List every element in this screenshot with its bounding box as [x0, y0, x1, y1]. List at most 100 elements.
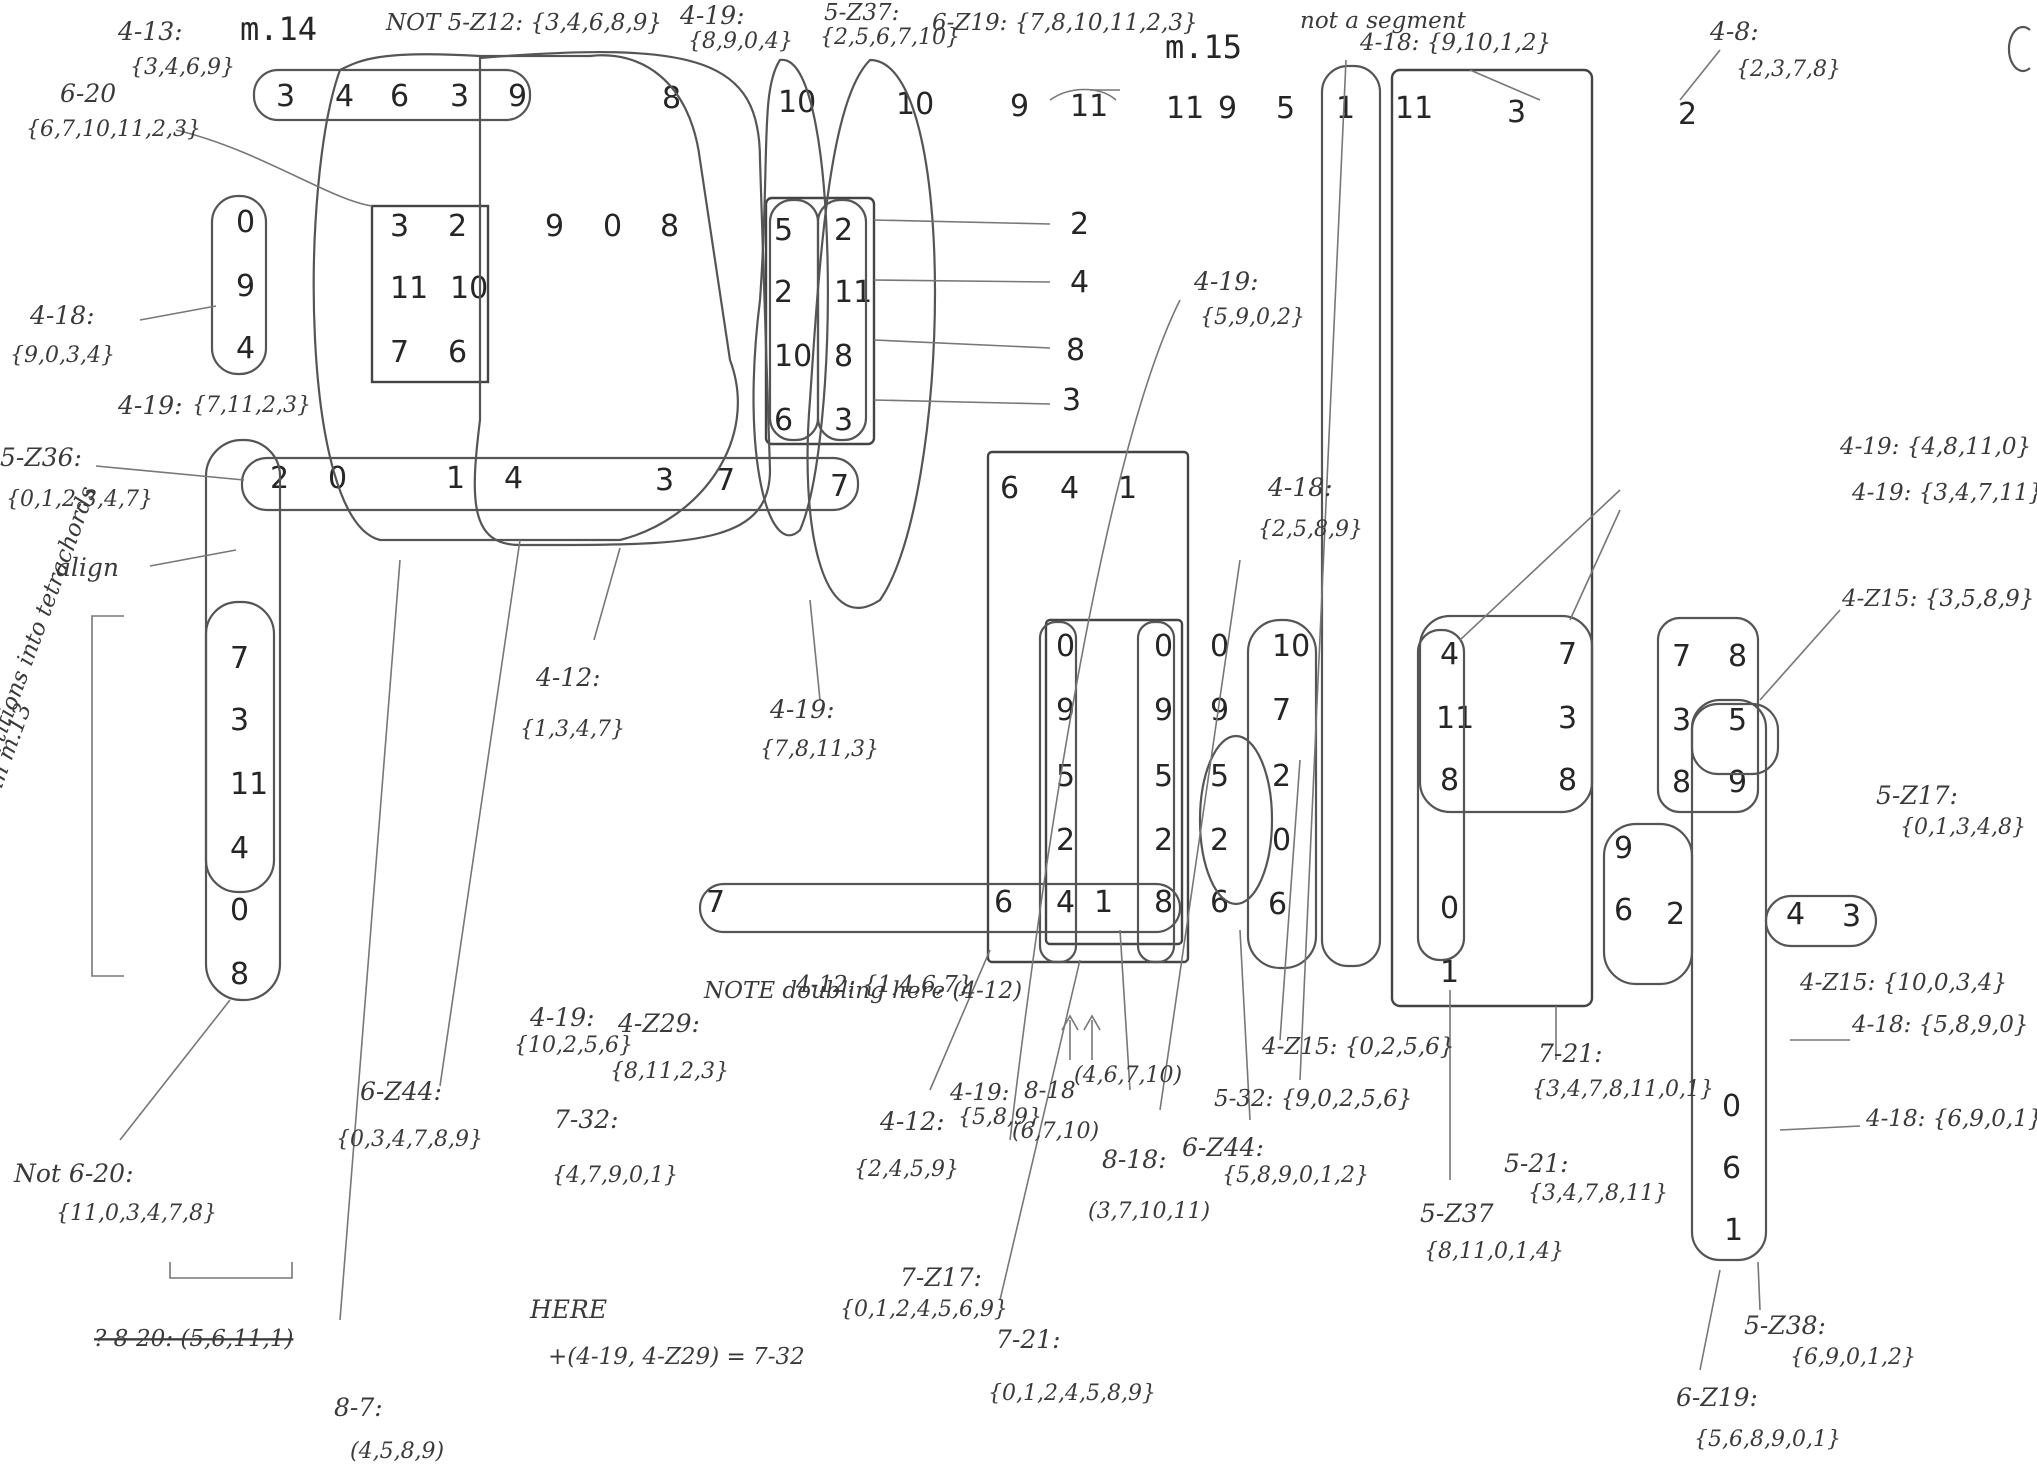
- loop-4-z15-c: [1764, 894, 1878, 948]
- set-4-12-a: {1,3,4,7}: [520, 717, 625, 742]
- pc-far: 8: [1672, 765, 1691, 800]
- set-8-7: (4,5,8,9): [350, 1439, 444, 1464]
- pc-m15-seven: 7: [706, 885, 725, 920]
- pc-trail: 4: [1070, 265, 1089, 300]
- loop-column: [204, 438, 282, 1002]
- pc-grid: 7: [390, 335, 409, 370]
- pc-col-left: 9: [236, 269, 255, 304]
- label-4-19-g: 4-19:: [529, 1003, 595, 1032]
- pc-mid: 0: [328, 461, 347, 496]
- label-6-z44-b: 6-Z44:: [1182, 1133, 1264, 1162]
- pc-mid: 1: [446, 461, 465, 496]
- pc-far: 9: [1728, 765, 1747, 800]
- pc-far: 8: [1728, 639, 1747, 674]
- set-5-z37-b: {8,11,0,1,4}: [1424, 1239, 1564, 1264]
- pc-row2: 9: [545, 209, 564, 244]
- tie-arc: [1049, 88, 1117, 101]
- leader: [1239, 929, 1251, 1121]
- leader: [873, 219, 1051, 225]
- pc-pair: 2: [774, 275, 793, 310]
- leader: [1469, 69, 1541, 101]
- label-4-8: 4-8:: [1709, 17, 1759, 46]
- label-6-z19-b: 6-Z19:: [1676, 1383, 1758, 1412]
- note-here-sum: +(4-19, 4-Z29) = 7-32: [548, 1344, 805, 1370]
- loop-col-c: [1246, 618, 1318, 970]
- pc-m15r: 7: [1558, 637, 1577, 672]
- page-corner-mark: [2007, 25, 2031, 73]
- set-4-8: {2,3,7,8}: [1736, 57, 1841, 82]
- set-4-19-d: {5,9,0,2}: [1200, 305, 1305, 330]
- pc-m15r: 4: [1440, 637, 1459, 672]
- pc-far: 5: [1728, 703, 1747, 738]
- label-not-6-20: Not 6-20:: [13, 1159, 134, 1188]
- pc-col-left: 4: [236, 331, 255, 366]
- pc-trail: 8: [1066, 333, 1085, 368]
- label-5-z37-b: 5-Z37: [1420, 1199, 1494, 1228]
- leader: [593, 547, 621, 641]
- loop-4-18: [210, 194, 268, 376]
- pc-grid: 3: [390, 209, 409, 244]
- measure-headers: m.14 m.15: [240, 10, 1242, 66]
- set-6-z44-b: {5,8,9,0,1,2}: [1222, 1163, 1369, 1188]
- set-8-18-a: (4,6,7,10): [1074, 1063, 1182, 1088]
- leader: [929, 949, 991, 1091]
- label-4-z15-a: 4-Z15: {3,5,8,9}: [1841, 586, 2034, 612]
- leader: [149, 549, 237, 567]
- leader: [1299, 59, 1347, 1081]
- pc-m15: 5: [1056, 759, 1075, 794]
- label-7-21-b: 7-21:: [1538, 1039, 1603, 1068]
- pc-top: 11: [1070, 89, 1108, 124]
- pc-far: 3: [1842, 899, 1861, 934]
- pc-pair: 2: [834, 213, 853, 248]
- leader: [1757, 1261, 1761, 1311]
- note-align: align: [56, 553, 119, 582]
- leader: [139, 305, 217, 321]
- pc-col-left: 0: [236, 205, 255, 240]
- pc-trail: 2: [1070, 207, 1089, 242]
- label-5-z38: 5-Z38:: [1744, 1311, 1826, 1340]
- pc-column: 0: [230, 893, 249, 928]
- leader: [873, 339, 1051, 349]
- pc-far: 9: [1614, 831, 1633, 866]
- pc-m15: 2: [1210, 823, 1229, 858]
- leader: [1679, 49, 1721, 101]
- loop-far-a: [1656, 616, 1760, 814]
- leader: [339, 559, 401, 1321]
- label-7-z17: 7-Z17:: [900, 1263, 982, 1292]
- pc-column: 4: [230, 831, 249, 866]
- loop-col-a: [1038, 620, 1078, 964]
- leader: [873, 399, 1051, 405]
- label-5-z36: 5-Z36:: [0, 443, 82, 472]
- leader: [873, 279, 1051, 283]
- set-4-19-a: {7,11,2,3}: [192, 393, 311, 418]
- note-partition-2: as in m.13: [0, 700, 37, 822]
- leader: [119, 999, 231, 1141]
- label-4-19-e: 4-19: {4,8,11,0}: [1839, 434, 2031, 460]
- label-4-z15-c: 4-Z15: {0,2,5,6}: [1261, 1034, 1454, 1060]
- arrow-up-icon: [1061, 1014, 1079, 1060]
- pc-pair: 5: [774, 213, 793, 248]
- pc-top: 9: [1010, 89, 1029, 124]
- set-4-19-b: {8,9,0,4}: [688, 29, 793, 54]
- pc-column: 11: [230, 767, 268, 802]
- set-4-12-c: {2,4,5,9}: [854, 1157, 959, 1182]
- pc-m15: 2: [1154, 823, 1173, 858]
- set-4-13: {3,4,6,9}: [130, 55, 235, 80]
- loop-4-13: [252, 68, 532, 122]
- pc-m15: 6: [1268, 887, 1287, 922]
- label-4-19-c: 4-19:: [769, 695, 835, 724]
- pc-column: 8: [230, 957, 249, 992]
- pc-grid: 11: [390, 271, 428, 306]
- pc-m15: 6: [994, 885, 1013, 920]
- pc-m15: 0: [1154, 629, 1173, 664]
- pc-m15: 4: [1056, 885, 1075, 920]
- label-4-18-d: 4-18: {6,9,0,1}: [1865, 1106, 2037, 1132]
- pc-m15a: 4: [1060, 471, 1079, 506]
- pc-pair: 3: [834, 403, 853, 438]
- leader: [809, 599, 821, 701]
- loop-4-18-top: [1320, 64, 1382, 968]
- label-6-20: 6-20: [60, 79, 116, 108]
- loop-5-z36: [240, 456, 860, 512]
- set-6-z44-a: {0,3,4,7,8,9}: [336, 1127, 483, 1152]
